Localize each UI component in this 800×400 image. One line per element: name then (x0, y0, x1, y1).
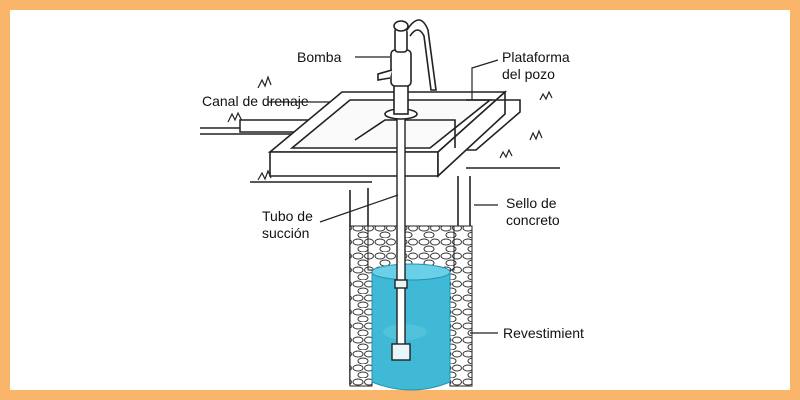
grass-tufts (227, 75, 553, 181)
label-suction-tube-line-2: succión (262, 225, 310, 241)
label-pump: Bomba (297, 49, 342, 65)
leader-lines (268, 56, 499, 334)
label-platform: Plataforma del pozo (502, 49, 570, 83)
label-platform-line-1: Plataforma (502, 49, 570, 65)
label-suction-tube-line-1: Tubo de (262, 208, 313, 224)
label-seal-line-1: Sello de (506, 195, 557, 211)
label-suction-tube: Tubo de succión (262, 208, 313, 242)
label-seal-line-2: concreto (506, 212, 560, 228)
well-platform (267, 90, 521, 178)
water (371, 263, 451, 391)
suction-tube (391, 111, 411, 361)
label-seal: Sello de concreto (506, 195, 560, 229)
label-drain: Canal de drenaje (202, 93, 309, 109)
label-lining: Revestimient (503, 325, 584, 341)
hand-pump (377, 19, 437, 120)
label-platform-line-2: del pozo (502, 66, 555, 82)
